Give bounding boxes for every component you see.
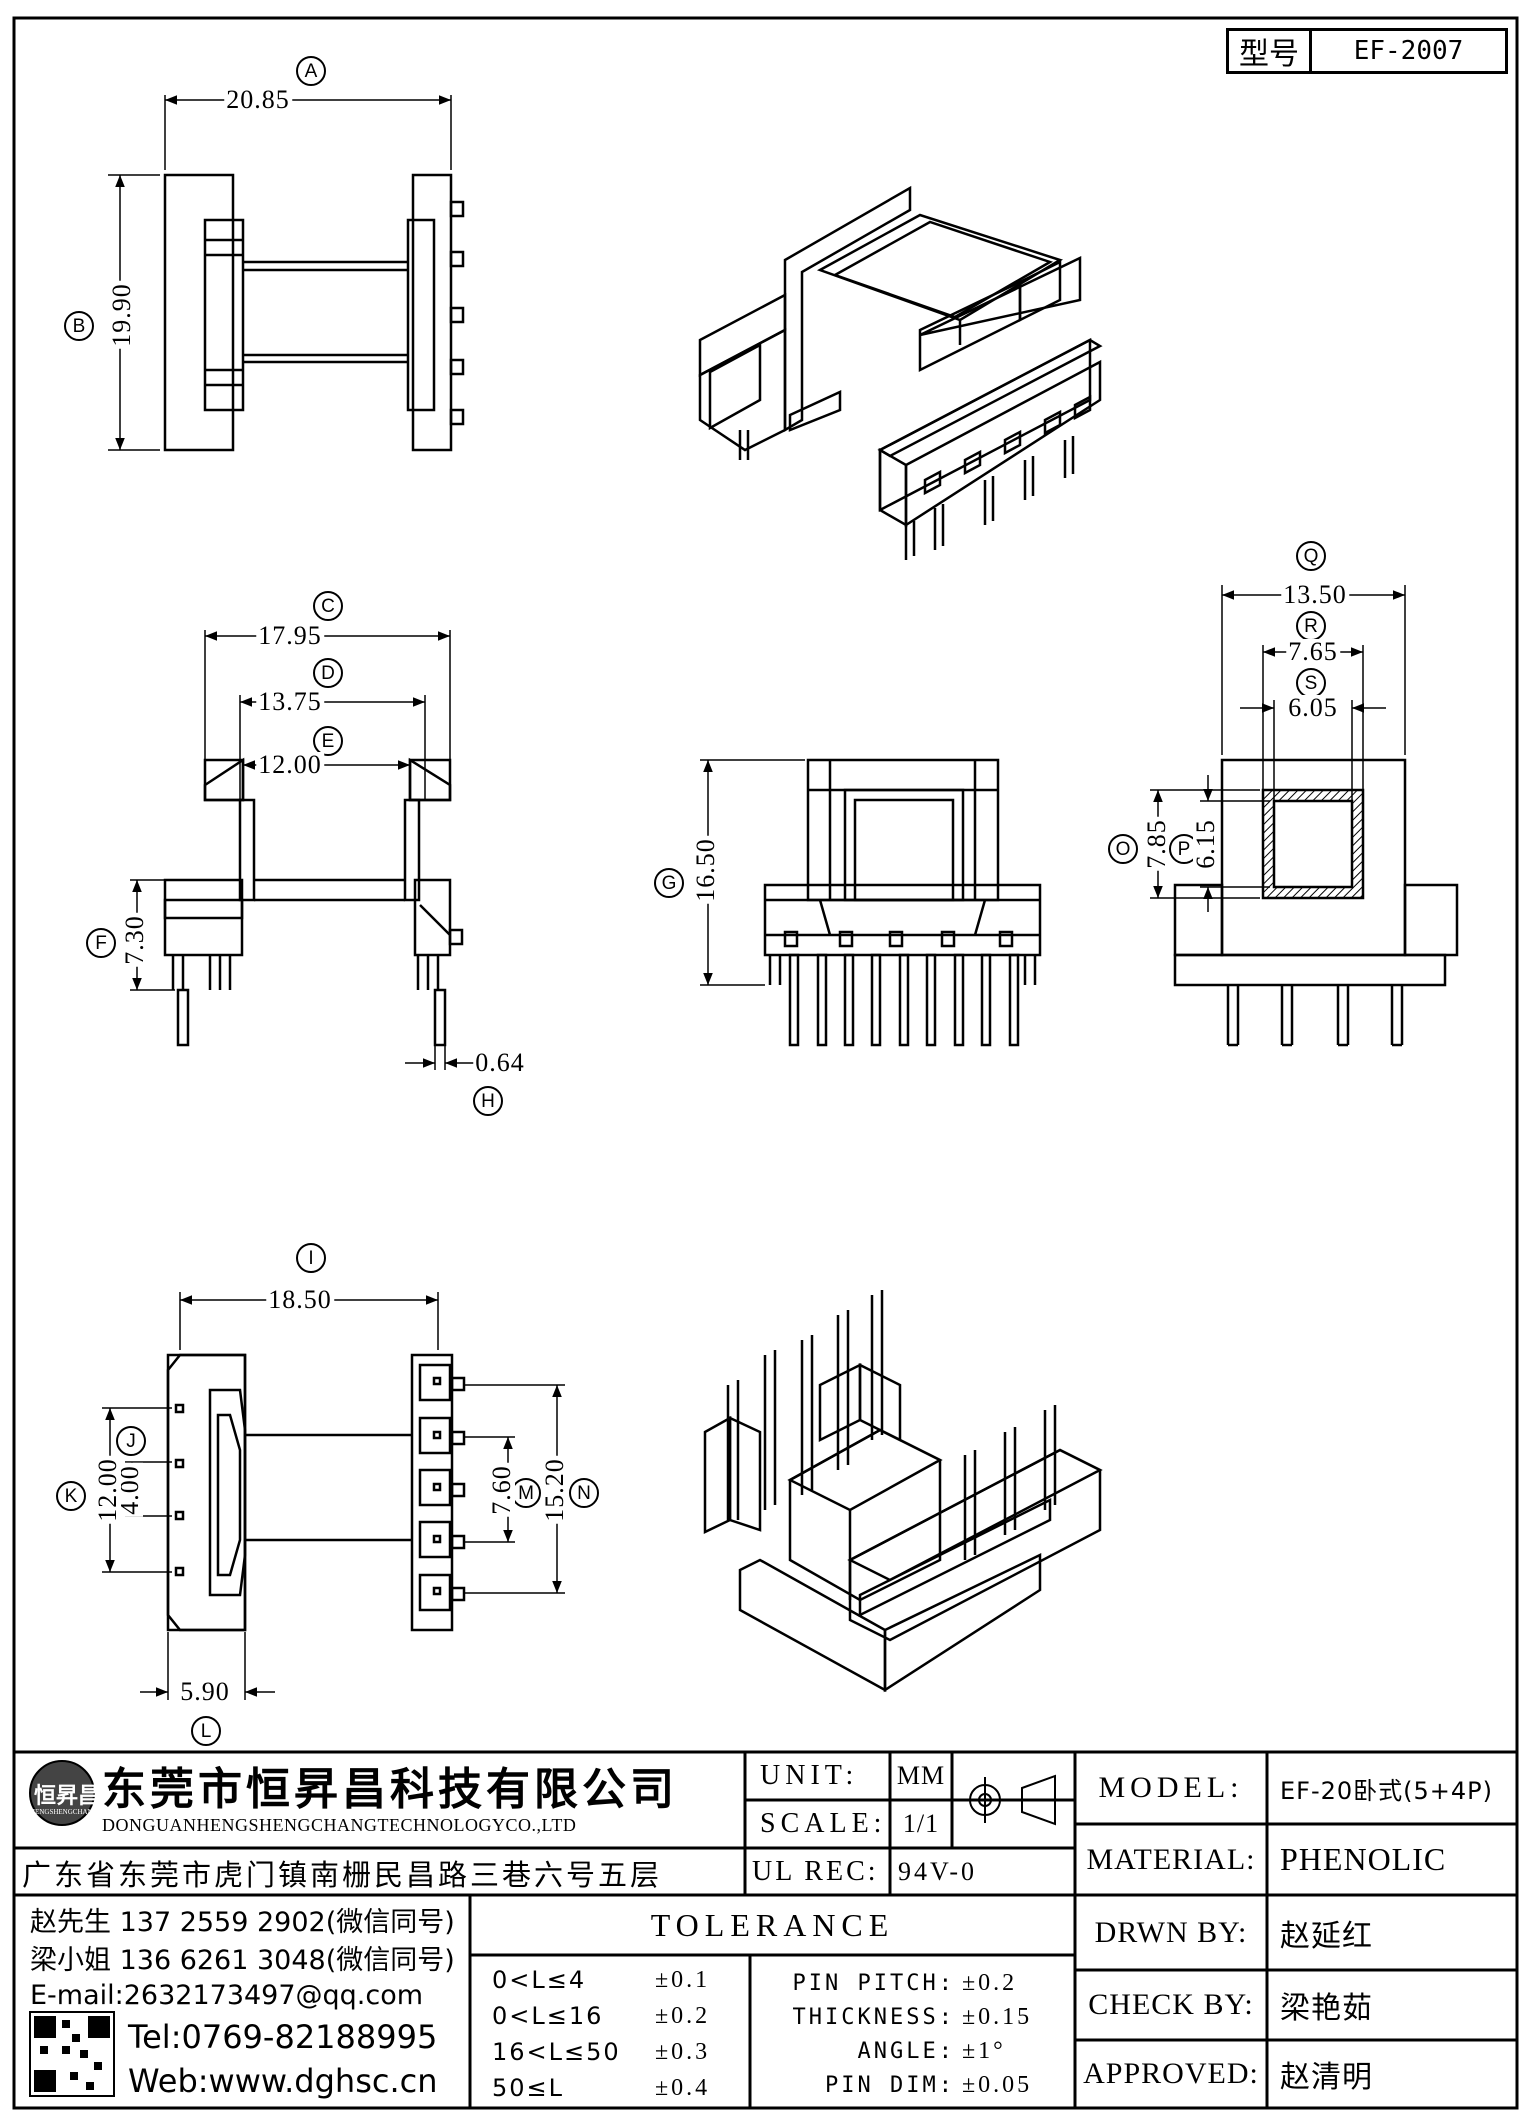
ulrec-label: UL REC: bbox=[752, 1855, 879, 1887]
dim-e-value: 12.00 bbox=[256, 750, 324, 779]
model-label: MODEL: bbox=[1098, 1771, 1244, 1804]
tolerance-range: 50≤L bbox=[492, 2074, 565, 2102]
dim-b-label: B bbox=[64, 311, 94, 341]
dim-m-value: 7.60 bbox=[487, 1463, 516, 1517]
spec-tolerance: ±1° bbox=[962, 2037, 1006, 2064]
spec-tolerance: ±0.2 bbox=[962, 1969, 1018, 1996]
tolerance-title: TOLERANCE bbox=[650, 1906, 895, 1943]
approved-value: 赵清明 bbox=[1280, 2060, 1373, 2095]
dim-e-label: E bbox=[313, 726, 343, 756]
dim-k-label: K bbox=[56, 1481, 86, 1511]
dim-d-label: D bbox=[313, 658, 343, 688]
dim-n-value: 15.20 bbox=[540, 1456, 569, 1524]
dim-d-value: 13.75 bbox=[256, 687, 324, 716]
company-address: 广东省东莞市虎门镇南栅民昌路三巷六号五层 bbox=[22, 1858, 663, 1892]
material-value: PHENOLIC bbox=[1280, 1841, 1447, 1877]
spec-name: PIN PITCH: bbox=[792, 1970, 955, 1996]
dim-f-value: 7.30 bbox=[120, 913, 149, 967]
dim-h-value: 0.64 bbox=[473, 1048, 527, 1077]
dim-g-label: G bbox=[654, 868, 684, 898]
dim-o-value: 7.85 bbox=[1142, 817, 1171, 871]
view-bottom bbox=[166, 1353, 466, 1632]
view-side-top bbox=[163, 173, 465, 452]
projection-symbol bbox=[962, 1774, 1056, 1826]
dim-p-value: 6.15 bbox=[1191, 817, 1220, 871]
iso-view-bottom bbox=[703, 1290, 1103, 1693]
drawn-label: DRWN BY: bbox=[1094, 1915, 1248, 1949]
dim-i-label: I bbox=[296, 1243, 326, 1273]
approved-label: APPROVED: bbox=[1083, 2057, 1259, 2090]
dim-a-value: 20.85 bbox=[224, 85, 292, 114]
dim-q-value: 13.50 bbox=[1281, 580, 1349, 609]
dim-b-value: 19.90 bbox=[107, 281, 136, 349]
contact-line-2: 梁小姐 136 6261 3048(微信同号) bbox=[30, 1944, 455, 1976]
qr-code bbox=[29, 2011, 115, 2097]
dim-A-line bbox=[164, 95, 452, 170]
dim-c-value: 17.95 bbox=[256, 621, 324, 650]
dim-Q-R-S-O-P-lines bbox=[1150, 585, 1406, 912]
dim-g-value: 16.50 bbox=[691, 836, 720, 904]
scale-label: SCALE: bbox=[760, 1808, 887, 1839]
dim-a-label: A bbox=[296, 56, 326, 86]
dim-s-label: S bbox=[1296, 668, 1326, 698]
contact-email: E-mail:2632173497@qq.com bbox=[30, 1979, 424, 2011]
tolerance-value: ±0.3 bbox=[655, 2038, 711, 2065]
dim-l-value: 5.90 bbox=[178, 1677, 232, 1706]
dim-k-value: 12.00 bbox=[93, 1456, 122, 1524]
company-name-cn: 东莞市恒昇昌科技有限公司 bbox=[102, 1764, 678, 1815]
dim-j-label: J bbox=[116, 1426, 146, 1456]
model-value: EF-20卧式(5+4P) bbox=[1280, 1776, 1494, 1805]
iso-view-top bbox=[698, 185, 1103, 560]
view-front bbox=[163, 757, 464, 1047]
contact-tel: Tel:0769-82188995 bbox=[128, 2018, 438, 2056]
drawing-frame bbox=[12, 16, 1519, 2110]
company-name-en: DONGUANHENGSHENGCHANGTECHNOLOGYCO.,LTD bbox=[102, 1814, 577, 1835]
tolerance-value: ±0.1 bbox=[655, 1966, 711, 1993]
unit-label: UNIT: bbox=[760, 1760, 859, 1791]
contact-line-1: 赵先生 137 2559 2902(微信同号) bbox=[30, 1906, 455, 1938]
dim-l-label: L bbox=[191, 1716, 221, 1746]
model-box-value: EF-2007 bbox=[1353, 36, 1464, 66]
drawn-value: 赵延红 bbox=[1280, 1918, 1373, 1954]
tolerance-range: 16<L≤50 bbox=[492, 2038, 621, 2066]
dim-r-value: 7.65 bbox=[1286, 637, 1340, 666]
dim-r-label: R bbox=[1296, 611, 1326, 641]
dim-s-value: 6.05 bbox=[1286, 693, 1340, 722]
spec-tolerance: ±0.15 bbox=[962, 2003, 1033, 2030]
tolerance-value: ±0.2 bbox=[655, 2002, 711, 2029]
title-block-lines bbox=[14, 1750, 1517, 2108]
dim-q-label: Q bbox=[1296, 541, 1326, 571]
tolerance-range: 0<L≤16 bbox=[492, 2002, 604, 2030]
spec-name: PIN DIM: bbox=[825, 2072, 955, 2098]
tolerance-range: 0<L≤4 bbox=[492, 1966, 587, 1994]
tolerance-value: ±0.4 bbox=[655, 2074, 711, 2101]
contact-web: Web:www.dghsc.cn bbox=[128, 2062, 438, 2100]
spec-tolerance: ±0.05 bbox=[962, 2071, 1033, 2098]
ulrec-value: 94V-0 bbox=[898, 1856, 978, 1886]
view-center-front bbox=[763, 758, 1042, 1047]
company-logo bbox=[29, 1760, 95, 1826]
dim-n-label: N bbox=[569, 1478, 599, 1508]
view-right-side bbox=[1173, 758, 1459, 1047]
model-box: 型号 EF-2007 bbox=[1226, 28, 1508, 74]
dim-c-label: C bbox=[313, 591, 343, 621]
company-logo-text: 恒昇昌 bbox=[34, 1784, 101, 1809]
check-label: CHECK BY: bbox=[1088, 1988, 1254, 2021]
material-label: MATERIAL: bbox=[1086, 1842, 1256, 1876]
dim-h-label: H bbox=[473, 1086, 503, 1116]
dim-o-label: O bbox=[1108, 834, 1138, 864]
model-box-label: 型号 bbox=[1229, 31, 1312, 72]
spec-name: ANGLE: bbox=[857, 2038, 955, 2064]
check-value: 梁艳茹 bbox=[1280, 1991, 1373, 2026]
scale-value: 1/1 bbox=[902, 1809, 940, 1838]
company-logo-subtext: HENGSHENGCHANG bbox=[30, 1808, 98, 1816]
unit-value: MM bbox=[896, 1761, 946, 1790]
spec-name: THICKNESS: bbox=[792, 2004, 955, 2030]
dim-f-label: F bbox=[86, 928, 116, 958]
dim-i-value: 18.50 bbox=[266, 1285, 334, 1314]
